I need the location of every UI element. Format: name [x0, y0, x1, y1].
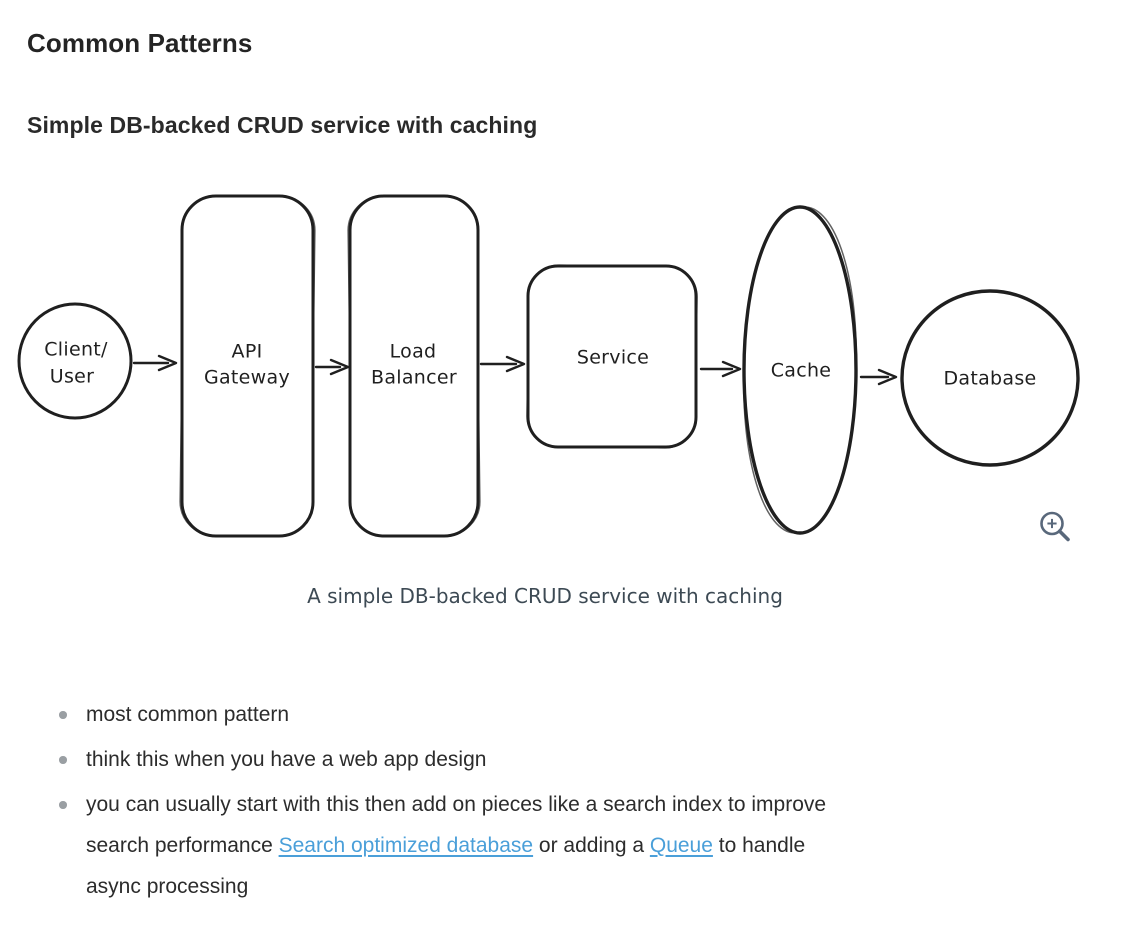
figure-caption: A simple DB-backed CRUD service with cac… [307, 584, 783, 608]
node-label: API [232, 341, 263, 363]
node-label: Balancer [371, 367, 457, 389]
queue-link[interactable]: Queue [649, 834, 713, 857]
section-heading: Simple DB-backed CRUD service with cachi… [27, 112, 538, 138]
diagram-node-api-gateway: API Gateway [179, 194, 316, 538]
node-label: Load [390, 341, 437, 363]
diagram-canvas: Client/ User API Gateway [17, 194, 1080, 538]
diagram-arrow-lb-to-service [479, 355, 526, 373]
list-item-text: most common pattern [86, 703, 290, 726]
node-label: User [50, 366, 95, 388]
page-title: Common Patterns [27, 28, 253, 58]
diagram-node-cache: Cache [742, 205, 858, 535]
diagram-arrow-cache-to-database [859, 368, 898, 386]
list-item-text: or adding a [533, 834, 650, 857]
list-item-text: search performance [86, 834, 279, 857]
node-label: Cache [771, 360, 832, 382]
node-label: Client/ [44, 339, 108, 361]
list-item: think this when you have a web app desig… [59, 739, 1076, 780]
list-item-text: think this when you have a web app desig… [86, 748, 487, 771]
list-item-text: async processing [86, 875, 249, 898]
list-item: you can usually start with this then add… [59, 784, 1076, 907]
node-label: Gateway [204, 367, 290, 389]
diagram-node-service: Service [526, 264, 698, 449]
list-item: most common pattern [59, 694, 1076, 735]
diagram-node-client-user: Client/ User [17, 302, 133, 420]
list-item-text: to handle [712, 834, 806, 857]
diagram-node-load-balancer: Load Balancer [347, 194, 481, 538]
node-label: Service [577, 347, 649, 369]
architecture-figure: Client/ User API Gateway [0, 181, 1090, 610]
diagram-arrow-service-to-cache [699, 360, 742, 378]
diagram-arrow-client-to-gateway [132, 354, 178, 372]
node-label: Database [943, 368, 1036, 390]
diagram-arrow-gateway-to-lb [314, 358, 350, 376]
document-page: Common Patterns Simple DB-backed CRUD se… [0, 28, 1130, 940]
notes-list: most common pattern think this when you … [0, 694, 1076, 907]
diagram-node-database: Database [900, 289, 1080, 467]
list-item-text: you can usually start with this then add… [86, 793, 827, 816]
search-optimized-database-link[interactable]: Search optimized database [278, 834, 534, 857]
architecture-diagram-image[interactable]: Client/ User API Gateway [0, 181, 1090, 561]
zoom-in-icon[interactable] [1034, 507, 1076, 551]
